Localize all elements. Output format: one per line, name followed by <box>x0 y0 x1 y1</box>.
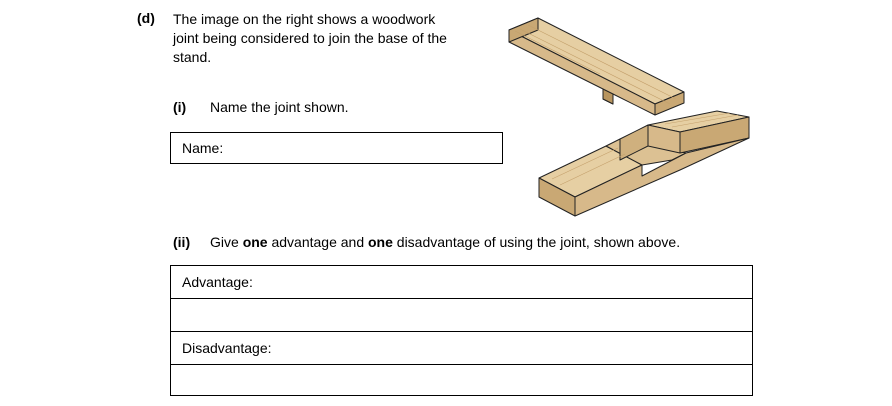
advantage-label: Advantage: <box>182 274 253 290</box>
disadvantage-label: Disadvantage: <box>182 340 272 356</box>
advantage-disadvantage-table: Advantage: Disadvantage: <box>170 265 753 396</box>
subquestion-i-label: (i) <box>173 99 187 115</box>
q-ii-bold-one: one <box>242 234 268 250</box>
name-answer-label: Name: <box>182 140 224 156</box>
subquestion-i-text: Name the joint shown. <box>210 99 349 115</box>
upper-piece-grain <box>514 24 677 105</box>
q-ii-text-after: disadvantage of using the joint, shown a… <box>392 234 681 250</box>
lower-piece-grain <box>551 112 739 186</box>
q-ii-text-middle: advantage and <box>267 234 368 250</box>
upper-wood-piece <box>508 17 685 116</box>
subquestion-ii-label: (ii) <box>173 234 191 250</box>
subquestion-ii-text: Give one advantage and one disadvantage … <box>210 234 680 250</box>
question-intro: The image on the right shows a woodwork … <box>173 11 447 65</box>
halving-joint-illustration <box>508 17 750 217</box>
advantage-label-row[interactable]: Advantage: <box>171 266 752 299</box>
q-ii-text-before: Give <box>210 234 243 250</box>
upper-piece-notch-face <box>602 88 614 105</box>
lower-piece-right-side <box>574 137 750 217</box>
lower-wood-piece <box>538 110 750 217</box>
advantage-answer-row[interactable] <box>171 299 752 332</box>
disadvantage-label-row[interactable]: Disadvantage: <box>171 332 752 365</box>
disadvantage-answer-row[interactable] <box>171 365 752 395</box>
q-ii-bold-two: one <box>368 234 393 250</box>
name-answer-box[interactable]: Name: <box>170 132 503 164</box>
question-part-label: (d) <box>137 10 155 26</box>
lower-piece-shoulder <box>619 124 649 161</box>
